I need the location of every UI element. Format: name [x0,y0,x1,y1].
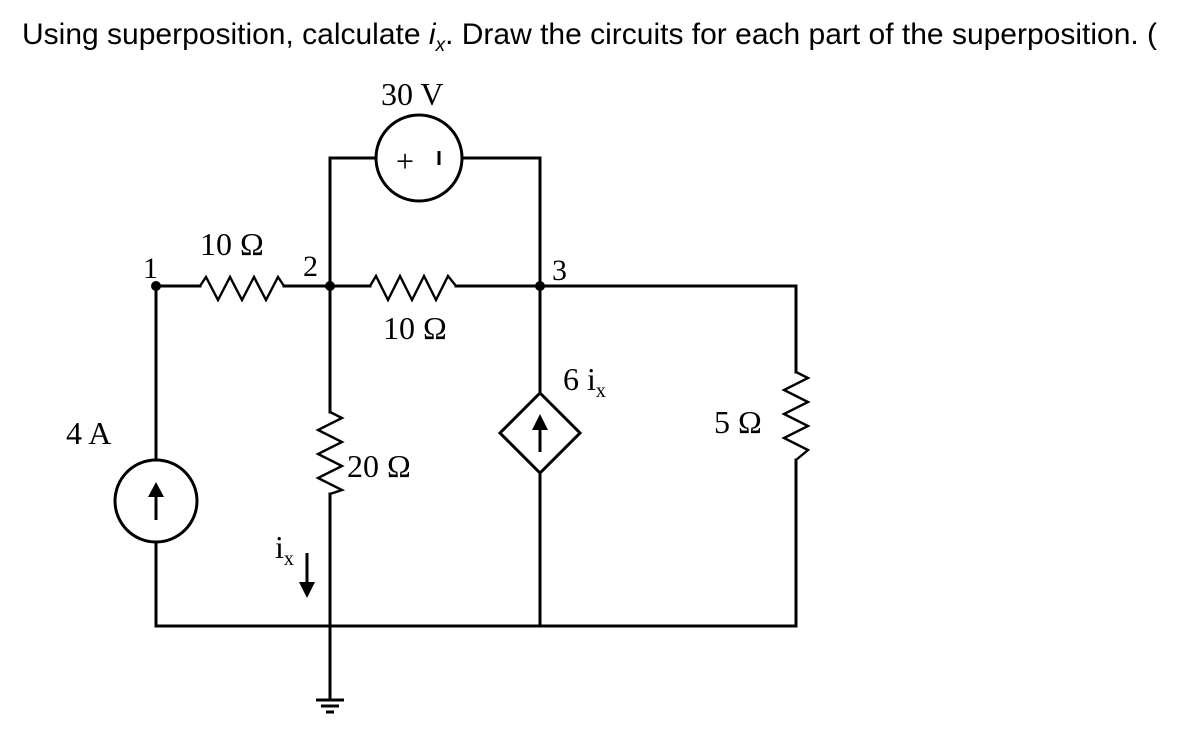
current-source-label: 4 A [66,415,111,451]
ground-icon [316,698,344,714]
ix-label: ix [275,529,294,570]
dependent-current-source [497,390,583,476]
node-3-label: 3 [552,254,567,287]
node-2-dot [325,281,335,291]
up-arrow-icon [148,482,164,497]
question-text: Using superposition, calculate ix. Draw … [22,18,1157,57]
resistor-10ohm-left [199,274,285,303]
resistor-5ohm [781,370,811,461]
voltage-source-circle [374,113,464,203]
r-vertical-label: 20 Ω [347,448,411,484]
dependent-source-label: 6 ix [563,361,606,402]
down-arrow-icon [299,582,315,598]
node-1-dot [151,281,161,291]
wires [154,156,798,702]
r-1-2-label: 10 Ω [200,226,264,262]
current-source-4a [113,458,199,544]
node-3-dot [535,281,545,291]
ix-current-arrow [299,553,315,598]
voltage-source-30v: + [374,113,464,203]
question-part1: Using superposition, calculate [22,18,429,51]
voltage-plus-sign: + [396,143,414,179]
resistor-10ohm-middle [368,273,457,303]
up-arrow-icon [532,414,548,430]
resistor-20ohm [315,410,346,496]
r-2-3-label: 10 Ω [383,310,447,346]
node-1-label: 1 [143,252,158,285]
question-variable-ix: ix [428,18,446,56]
r-right-label: 5 Ω [714,404,762,440]
node-2-label: 2 [303,250,318,283]
voltage-source-label: 30 V [381,76,444,112]
question-part2: . Draw the circuits for each part of the… [445,18,1158,51]
